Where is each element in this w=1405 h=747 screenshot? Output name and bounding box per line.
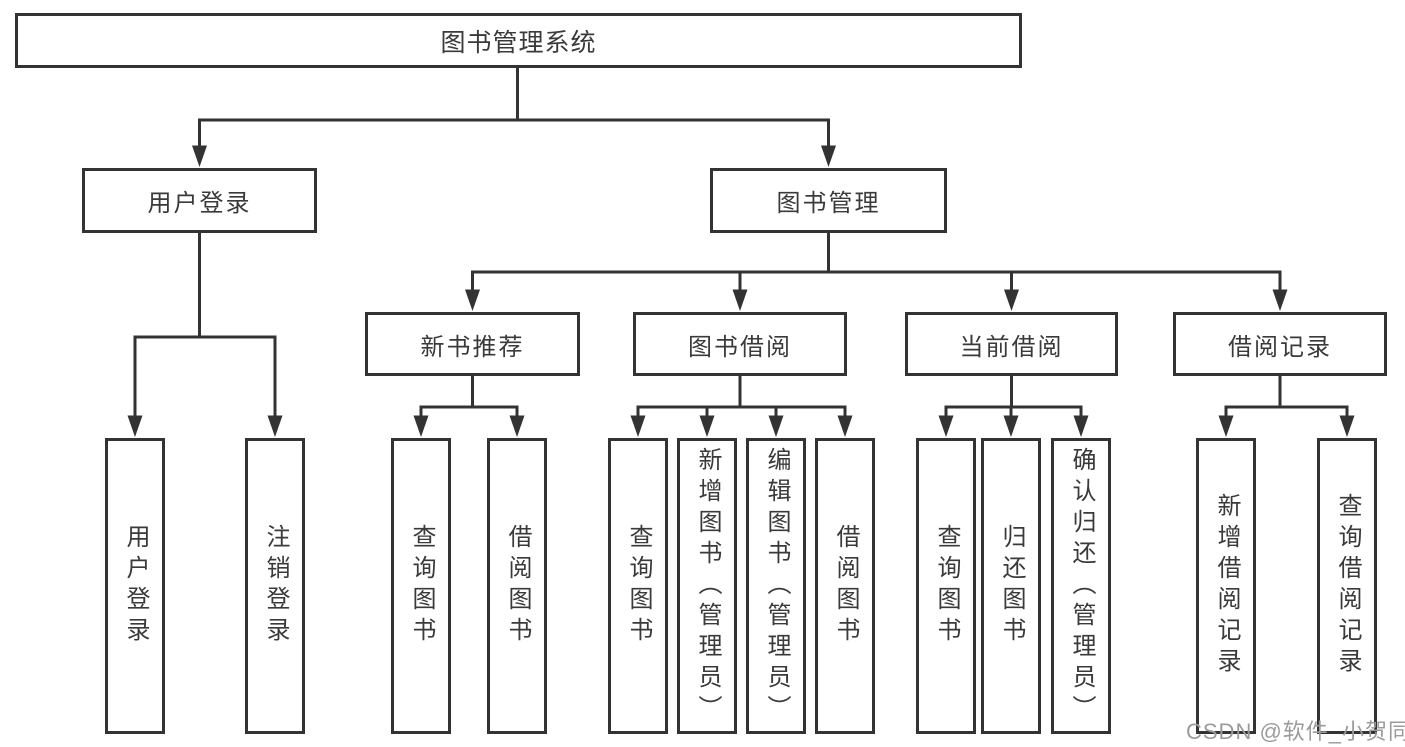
node-system-root: 图书管理系统	[15, 13, 1022, 68]
leaf-records-add-record: 新增借阅记录	[1196, 438, 1256, 734]
arrow-down-icon	[267, 415, 283, 437]
node-borrow-records-label: 借阅记录	[1228, 333, 1332, 361]
node-new-books: 新书推荐	[365, 312, 580, 376]
arrow-down-icon	[1339, 415, 1355, 437]
arrow-down-icon	[699, 415, 715, 437]
leaf-borrowing-borrow-books-label: 借阅图书	[832, 524, 859, 648]
leaf-borrowing-edit-books-admin: 编辑图书（管理员）	[746, 438, 806, 734]
leaf-current-return-books-label: 归还图书	[998, 524, 1025, 648]
connector-root-to-level2	[192, 68, 836, 167]
arrow-down-icon	[465, 289, 480, 311]
arrow-down-icon	[1272, 289, 1288, 311]
connector-book-borrowing	[630, 376, 853, 437]
leaf-current-query-books: 查询图书	[916, 438, 976, 734]
arrow-down-icon	[1004, 289, 1019, 311]
arrow-down-icon	[732, 289, 748, 311]
watermark: CSDN @软件_小贺同学	[1186, 719, 1405, 744]
arrow-down-icon	[768, 415, 784, 437]
arrow-down-icon	[630, 415, 646, 437]
connector-book-management	[465, 233, 1288, 311]
arrow-down-icon	[1073, 415, 1089, 437]
leaf-newbooks-query-books-label: 查询图书	[408, 524, 435, 648]
arrow-down-icon	[413, 415, 429, 437]
connector-user-login	[127, 233, 283, 437]
arrow-down-icon	[821, 145, 836, 167]
node-book-management-label: 图书管理	[776, 190, 881, 217]
arrow-down-icon	[837, 415, 853, 437]
leaf-logout-label: 注销登录	[262, 524, 289, 648]
arrow-down-icon	[1218, 415, 1234, 437]
leaf-logout: 注销登录	[245, 438, 305, 734]
leaf-current-confirm-return-admin-label: 确认归还（管理员）	[1068, 446, 1095, 726]
node-user-login-label: 用户登录	[147, 190, 252, 217]
connector-borrow-records	[1218, 376, 1355, 437]
node-current-borrowing: 当前借阅	[905, 312, 1118, 376]
leaf-newbooks-query-books: 查询图书	[391, 438, 451, 734]
node-system-root-label: 图书管理系统	[440, 28, 597, 57]
leaf-borrowing-edit-books-admin-label: 编辑图书（管理员）	[763, 446, 790, 726]
connector-current-borrowing	[938, 376, 1089, 437]
node-book-management: 图书管理	[710, 168, 947, 233]
arrow-down-icon	[509, 415, 525, 437]
arrow-down-icon	[1003, 415, 1019, 437]
leaf-borrowing-query-books: 查询图书	[608, 438, 668, 734]
leaf-current-query-books-label: 查询图书	[933, 524, 960, 648]
node-user-login: 用户登录	[82, 168, 317, 233]
node-new-books-label: 新书推荐	[420, 333, 525, 361]
arrow-down-icon	[192, 145, 207, 167]
connector-new-books	[413, 376, 525, 437]
arrow-down-icon	[938, 415, 954, 437]
node-book-borrowing-label: 图书借阅	[688, 333, 792, 361]
leaf-records-query-record-label: 查询借阅记录	[1334, 493, 1361, 679]
arrow-down-icon	[127, 415, 143, 437]
leaf-current-return-books: 归还图书	[981, 438, 1041, 734]
leaf-records-add-record-label: 新增借阅记录	[1213, 493, 1240, 679]
leaf-borrowing-query-books-label: 查询图书	[625, 524, 652, 648]
leaf-user-login-label: 用户登录	[122, 524, 149, 648]
leaf-records-query-record: 查询借阅记录	[1317, 438, 1377, 734]
leaf-user-login: 用户登录	[105, 438, 165, 734]
leaf-borrowing-borrow-books: 借阅图书	[815, 438, 875, 734]
leaf-current-confirm-return-admin: 确认归还（管理员）	[1051, 438, 1111, 734]
leaf-borrowing-add-books-admin-label: 新增图书（管理员）	[694, 446, 721, 726]
node-borrow-records: 借阅记录	[1173, 312, 1387, 376]
leaf-newbooks-borrow-books: 借阅图书	[487, 438, 547, 734]
node-current-borrowing-label: 当前借阅	[959, 333, 1064, 361]
leaf-newbooks-borrow-books-label: 借阅图书	[504, 524, 531, 648]
node-book-borrowing: 图书借阅	[633, 312, 847, 376]
leaf-borrowing-add-books-admin: 新增图书（管理员）	[677, 438, 737, 734]
